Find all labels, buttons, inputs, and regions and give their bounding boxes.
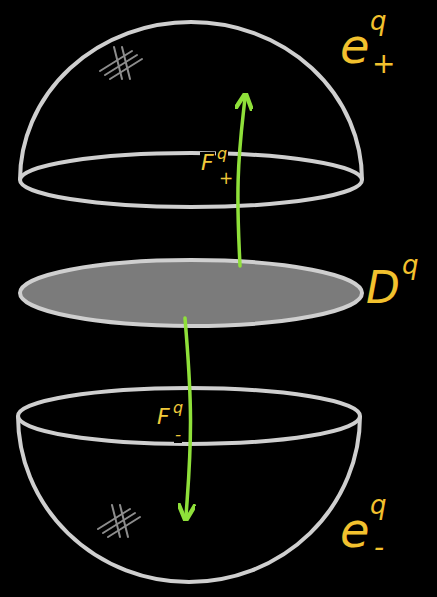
map-label: F (156, 406, 171, 428)
disk-superscript: q (402, 252, 419, 278)
upper-hemisphere: eq+ (18, 18, 364, 214)
cell-subscript: - (374, 534, 384, 562)
map-superscript: q (172, 400, 184, 416)
map-superscript: q (216, 146, 228, 162)
map-arrow (238, 98, 245, 266)
map-arrow (185, 318, 191, 516)
disk-letter: D (366, 266, 400, 310)
disk: Dq (18, 258, 364, 328)
cell-superscript: q (370, 8, 387, 34)
map-subscript: - (174, 426, 182, 443)
map-label: F (200, 152, 215, 174)
cell-letter: e (340, 22, 370, 70)
map-subscript: + (218, 170, 234, 187)
cell-subscript: + (372, 50, 395, 78)
cell-superscript: q (370, 492, 387, 518)
cell-letter: e (340, 506, 370, 554)
disk-outline (18, 258, 364, 328)
upper-hemisphere-outline (18, 18, 364, 214)
